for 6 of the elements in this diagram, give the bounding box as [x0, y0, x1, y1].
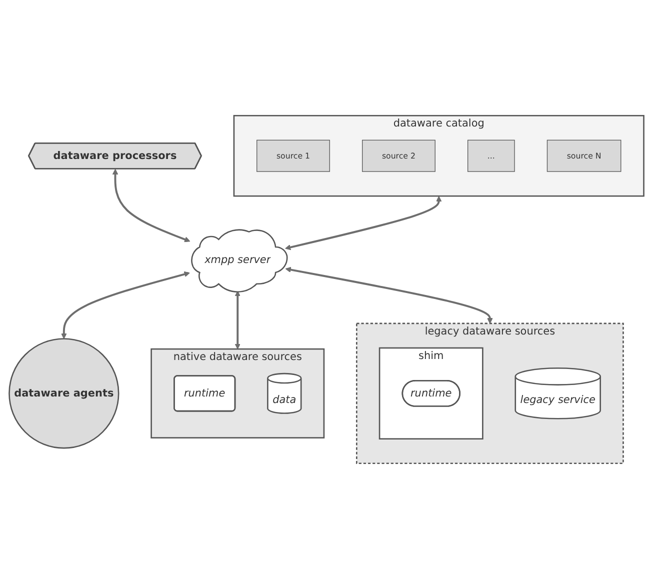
arrow [234, 290, 240, 350]
arrow [61, 271, 190, 339]
node-circle: dataware agents [8, 338, 120, 449]
arrow [112, 168, 190, 242]
arrow [285, 196, 442, 250]
arrow [285, 266, 493, 324]
